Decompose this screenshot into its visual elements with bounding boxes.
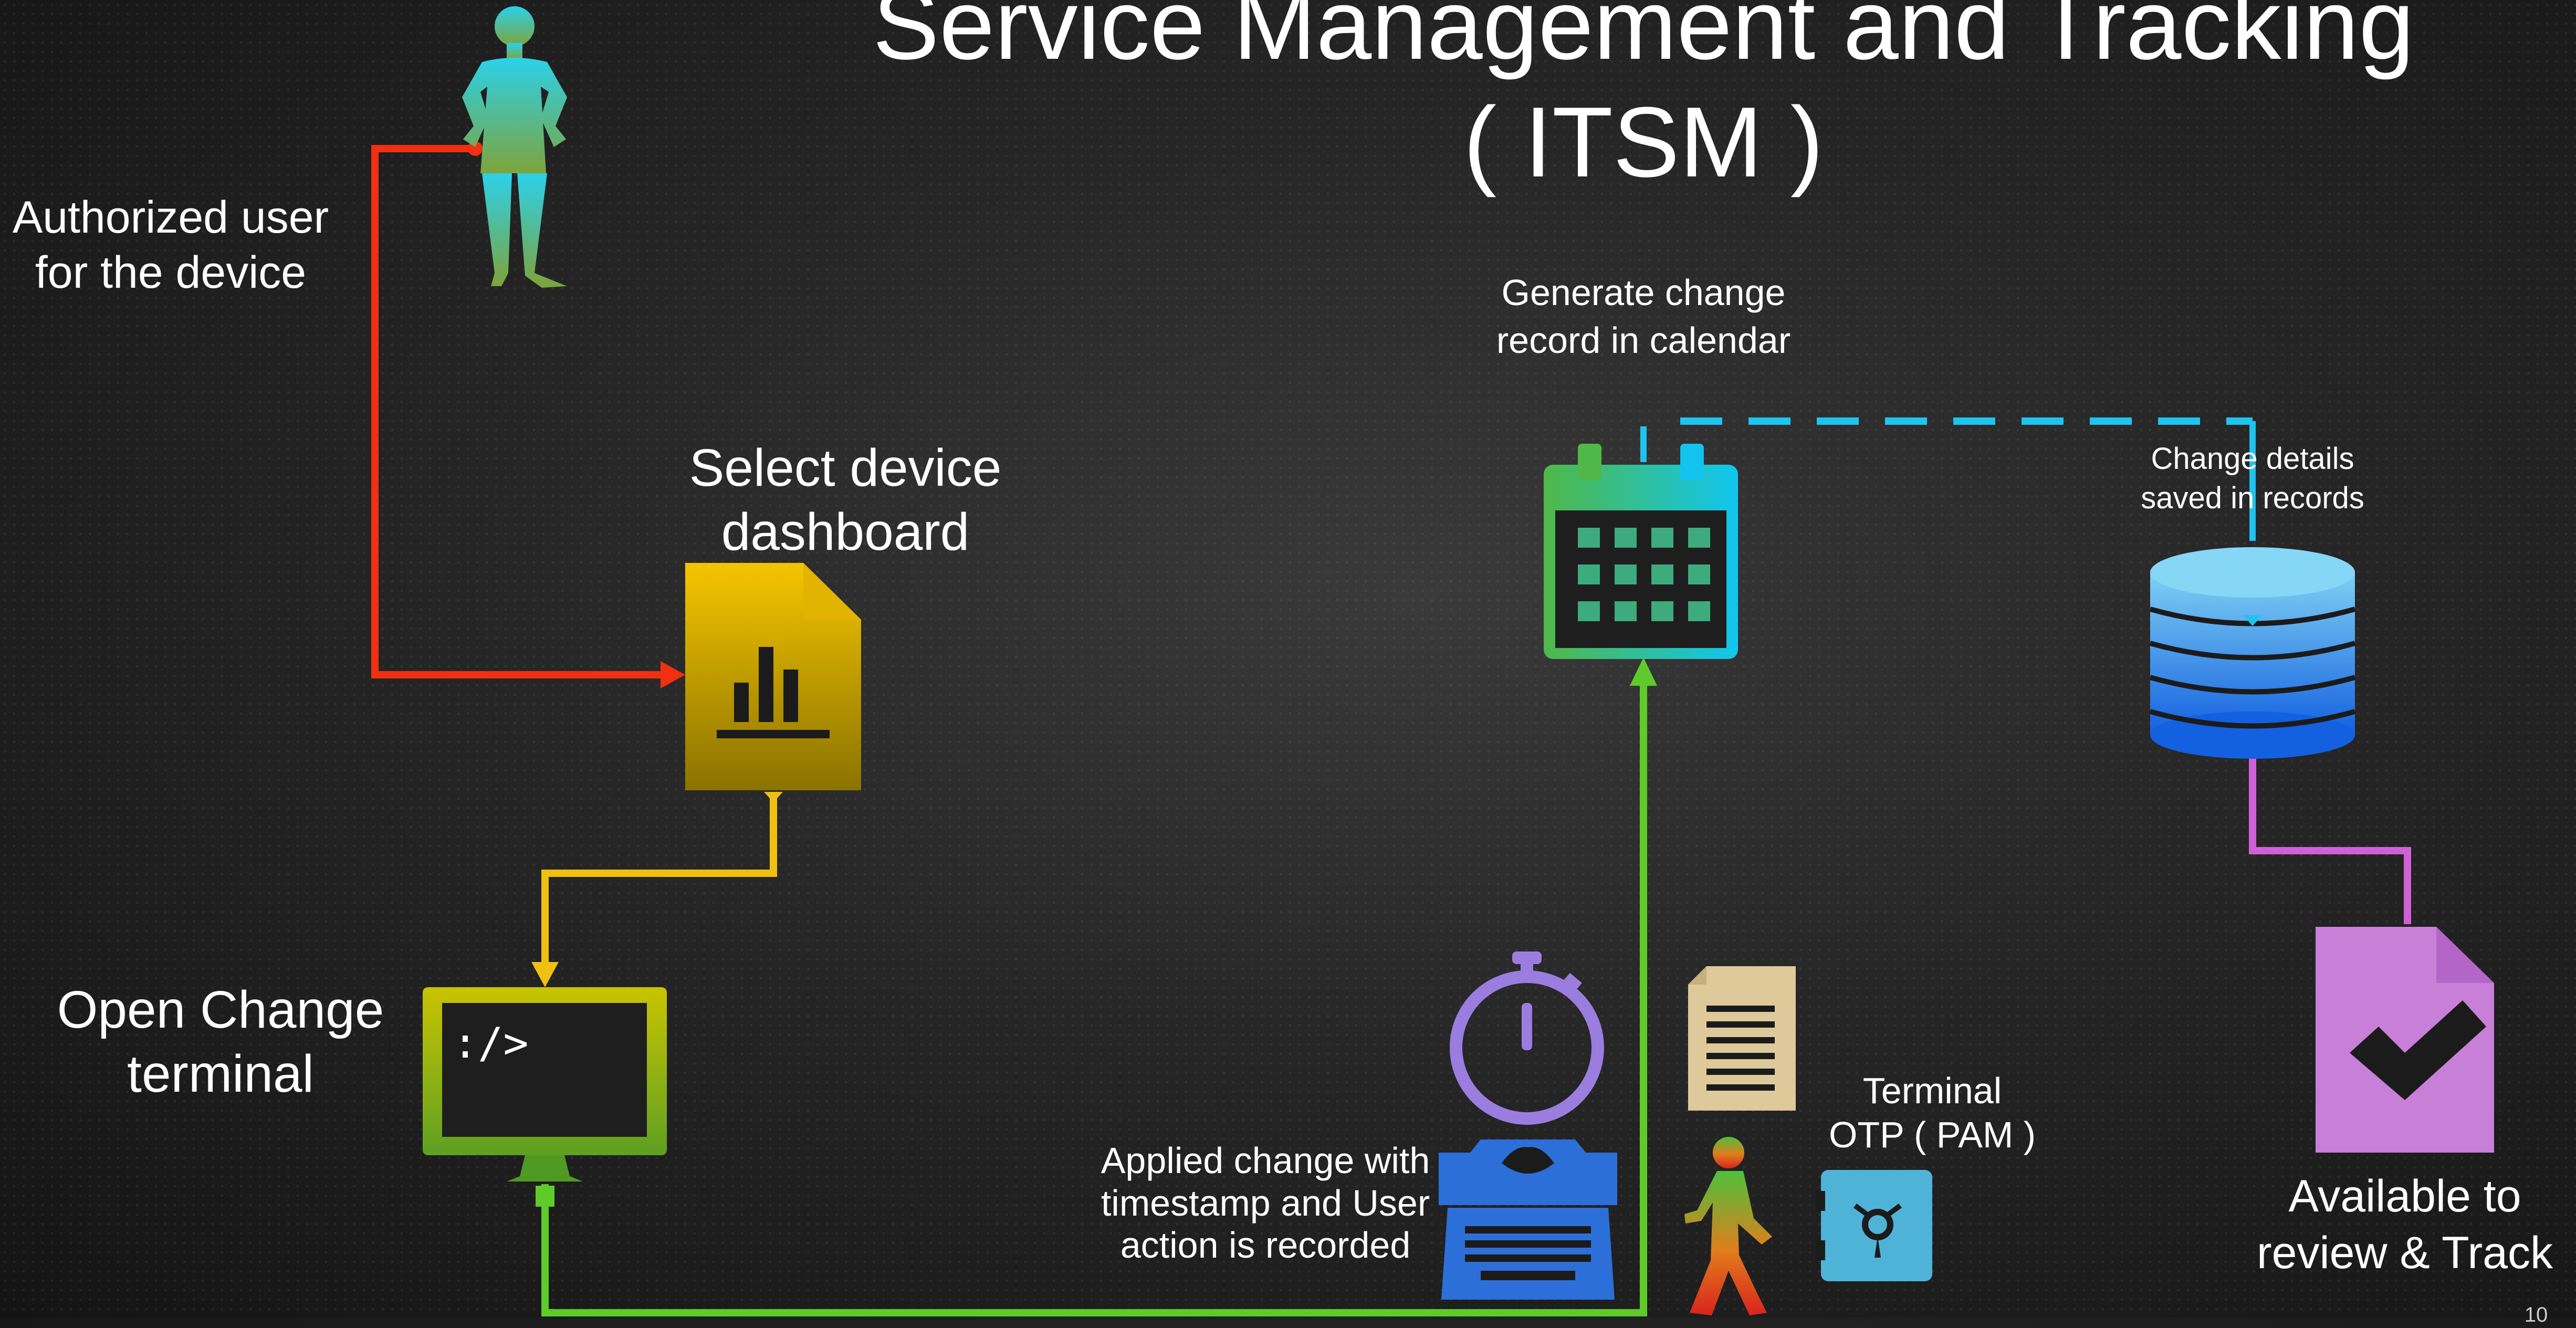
otp-safe-icon [1816,1170,1932,1281]
typewriter-icon [1439,1139,1617,1300]
open-terminal-label: Open Change terminal [57,980,384,1103]
stopwatch-icon [1450,951,1604,1125]
log-document-icon [1688,966,1796,1111]
walking-person-icon [1684,1137,1772,1315]
connector-dashboard-to-terminal [531,792,783,987]
connector-terminal-to-calendar [536,657,1657,1316]
slide-title: Service Management and Tracking ( ITSM ) [872,0,2414,198]
terminal-prompt-text: :/> [453,1019,529,1068]
page-number: 10 [2524,1303,2548,1326]
terminal-otp-label: Terminal OTP ( PAM ) [1828,1070,2036,1155]
authorized-user-icon [462,6,567,288]
database-records-icon [2149,547,2356,759]
change-details-label: Change details saved in records [2141,442,2364,516]
terminal-monitor-icon [423,987,667,1181]
calendar-icon [1544,444,1738,659]
dashboard-document-icon [685,563,861,790]
connector-user-to-dashboard [371,141,685,688]
generate-record-label: Generate change record in calendar [1496,272,1791,361]
applied-change-label: Applied change with timestamp and User a… [1101,1140,1430,1266]
connector-calendar-to-records [1640,417,2256,541]
authorized-user-label: Authorized user for the device [12,192,329,298]
available-review-label: Available to review & Track [2257,1171,2553,1278]
review-document-icon [2316,927,2494,1153]
select-dashboard-label: Select device dashboard [689,438,1002,561]
